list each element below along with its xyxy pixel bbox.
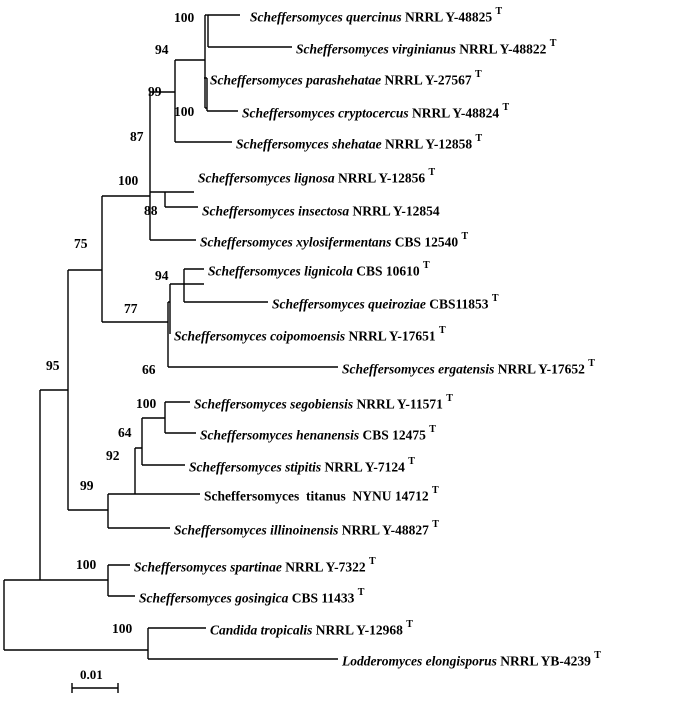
bootstrap-value: 88: [144, 203, 158, 218]
taxon-label: Scheffersomyces lignosa NRRL Y-12856 T: [198, 167, 436, 186]
taxon-label: Scheffersomyces spartinae NRRL Y-7322 T: [134, 556, 376, 575]
taxon-label: Scheffersomyces xylosifermentans CBS 125…: [200, 231, 469, 250]
bootstrap-value: 100: [112, 621, 133, 636]
taxon-label: Scheffersomyces cryptocercus NRRL Y-4882…: [242, 102, 510, 121]
taxon-label: Scheffersomyces quercinus NRRL Y-48825 T: [250, 6, 503, 25]
taxon-label: Scheffersomyces shehatae NRRL Y-12858 T: [236, 133, 483, 152]
bootstrap-value: 100: [136, 396, 157, 411]
taxon-label: Scheffersomyces ergatensis NRRL Y-17652 …: [342, 358, 595, 377]
taxon-label: Scheffersomyces parashehatae NRRL Y-2756…: [210, 69, 482, 88]
bootstrap-value: 94: [155, 268, 169, 283]
taxon-label: Scheffersomyces titanus NYNU 14712 T: [204, 485, 439, 504]
scale-bar-label: 0.01: [80, 667, 103, 682]
taxon-label: Scheffersomyces illinoinensis NRRL Y-488…: [174, 519, 439, 538]
bootstrap-value: 87: [130, 129, 144, 144]
taxon-label: Candida tropicalis NRRL Y-12968 T: [210, 619, 413, 638]
bootstrap-value: 94: [155, 42, 169, 57]
taxon-label: Scheffersomyces gosingica CBS 11433 T: [139, 587, 365, 606]
taxon-label: Scheffersomyces insectosa NRRL Y-12854: [202, 203, 440, 219]
taxon-label: Scheffersomyces virginianus NRRL Y-48822…: [296, 38, 557, 57]
bootstrap-value: 100: [118, 173, 139, 188]
bootstrap-value: 100: [76, 557, 97, 572]
taxon-label: Scheffersomyces coipomoensis NRRL Y-1765…: [174, 325, 446, 344]
bootstrap-value: 66: [142, 362, 156, 377]
bootstrap-value: 77: [124, 301, 138, 316]
taxon-label: Scheffersomyces henanensis CBS 12475 T: [200, 424, 436, 443]
bootstrap-value: 75: [74, 236, 88, 251]
bootstrap-value: 99: [80, 478, 94, 493]
bootstrap-value: 64: [118, 425, 132, 440]
taxon-label: Lodderomyces elongisporus NRRL YB-4239 T: [342, 650, 601, 669]
bootstrap-value: 92: [106, 448, 120, 463]
bootstrap-value: 100: [174, 10, 195, 25]
bootstrap-value: 95: [46, 358, 60, 373]
taxon-label: Scheffersomyces segobiensis NRRL Y-11571…: [194, 393, 453, 412]
bootstrap-value: 100: [174, 104, 195, 119]
taxon-label: Scheffersomyces lignicola CBS 10610 T: [208, 260, 430, 279]
bootstrap-value: 99: [148, 84, 162, 99]
taxon-label: Scheffersomyces stipitis NRRL Y-7124 T: [189, 456, 415, 475]
taxon-label: Scheffersomyces queiroziae CBS11853 T: [272, 293, 499, 312]
